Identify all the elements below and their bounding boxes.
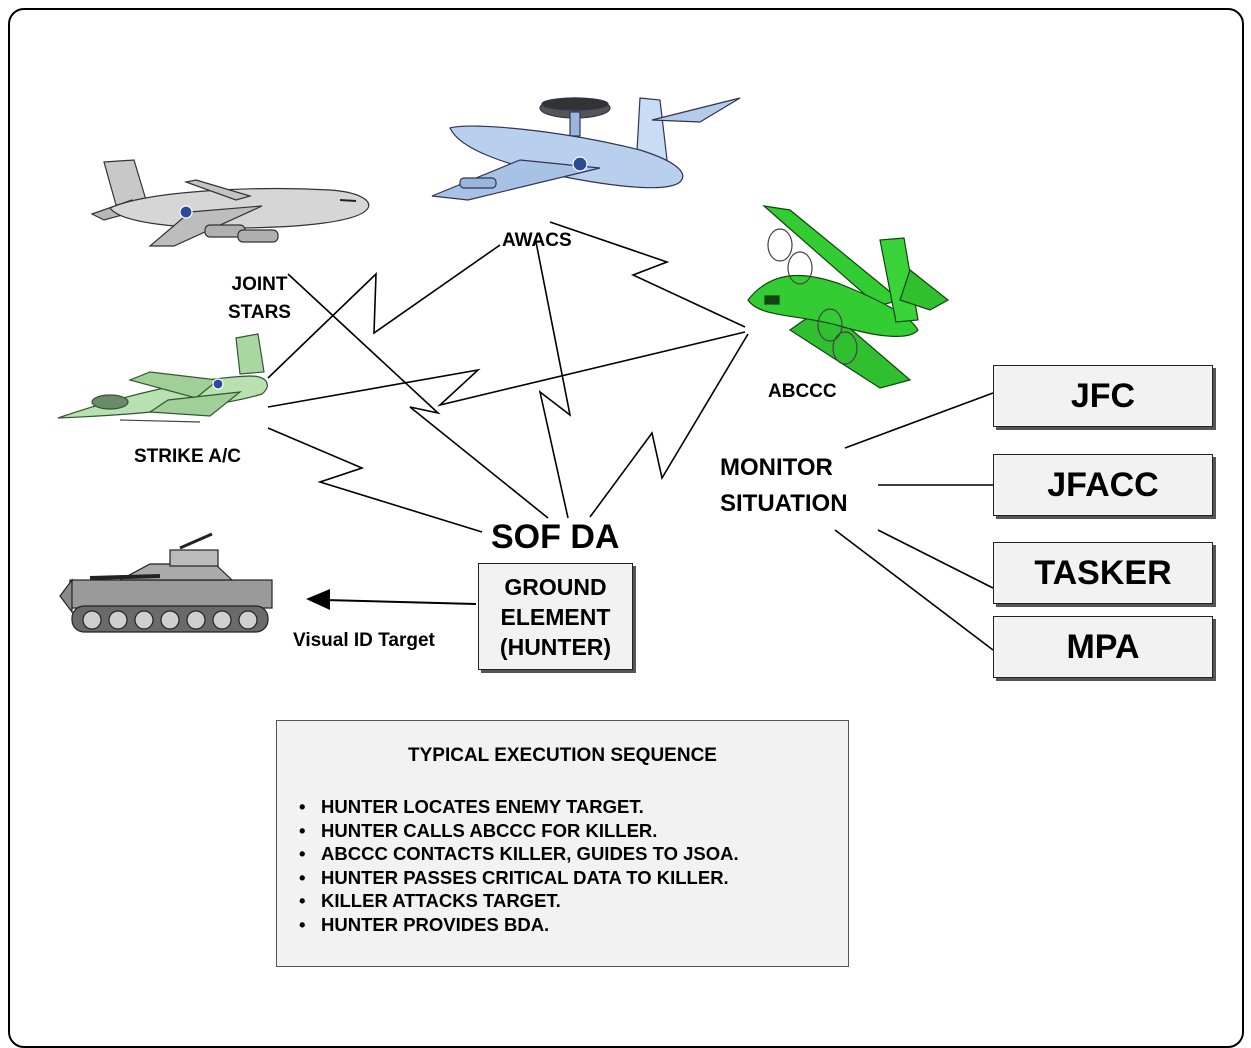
execution-sequence-title: TYPICAL EXECUTION SEQUENCE — [408, 745, 717, 766]
link-monitor-jfc — [844, 392, 994, 449]
comm-links — [267, 221, 994, 651]
sequence-step: HUNTER PROVIDES BDA. — [299, 913, 739, 937]
ground-element-box: GROUND ELEMENT (HUNTER) — [478, 563, 633, 670]
target-arrow — [306, 589, 477, 610]
link-monitor-tasker — [877, 529, 994, 589]
strike-ac-label: STRIKE A/C — [134, 446, 241, 467]
abccc-label: ABCCC — [768, 381, 837, 402]
tasker-box: TASKER — [993, 542, 1213, 604]
monitor-situation-label: MONITOR SITUATION — [720, 450, 848, 522]
link-strike-sofda — [267, 427, 483, 533]
ground-element-line3: (HUNTER) — [499, 634, 612, 660]
visual-id-target-label: Visual ID Target — [293, 630, 435, 651]
tank-target-icon — [59, 532, 273, 633]
mpa-box: MPA — [993, 616, 1213, 678]
joint-stars-aircraft-icon — [90, 159, 370, 247]
ground-element-line2: ELEMENT — [500, 604, 611, 630]
monitor-line2: SITUATION — [720, 490, 848, 517]
execution-sequence-box: TYPICAL EXECUTION SEQUENCE HUNTER LOCATE… — [276, 720, 849, 967]
joint-stars-label-line1: JOINT — [231, 274, 288, 295]
awacs-label: AWACS — [502, 230, 572, 251]
link-strike-abccc — [267, 331, 746, 408]
sequence-step: ABCCC CONTACTS KILLER, GUIDES TO JSOA. — [299, 842, 739, 866]
jfc-box: JFC — [993, 365, 1213, 427]
joint-stars-label: JOINT STARS — [228, 271, 291, 327]
sequence-step: KILLER ATTACKS TARGET. — [299, 889, 739, 913]
link-abccc-sofda — [589, 333, 749, 518]
awacs-aircraft-icon — [431, 97, 741, 201]
ground-element-line1: GROUND — [504, 574, 607, 600]
link-jointstars-sofda — [287, 273, 549, 519]
link-monitor-mpa — [834, 529, 994, 651]
sof-da-title: SOF DA — [491, 518, 620, 556]
link-awacs-sofda — [535, 241, 572, 519]
abccc-aircraft-icon — [747, 205, 950, 389]
sequence-step: HUNTER LOCATES ENEMY TARGET. — [299, 795, 739, 819]
sequence-step: HUNTER CALLS ABCCC FOR KILLER. — [299, 819, 739, 843]
execution-sequence-list: HUNTER LOCATES ENEMY TARGET. HUNTER CALL… — [299, 795, 739, 936]
jfacc-box: JFACC — [993, 454, 1213, 516]
link-awacs-abccc — [549, 221, 746, 328]
monitor-line1: MONITOR — [720, 454, 833, 481]
strike-aircraft-icon — [57, 333, 268, 423]
sequence-step: HUNTER PASSES CRITICAL DATA TO KILLER. — [299, 866, 739, 890]
link-strike-awacs — [267, 244, 501, 379]
joint-stars-label-line2: STARS — [228, 302, 291, 323]
